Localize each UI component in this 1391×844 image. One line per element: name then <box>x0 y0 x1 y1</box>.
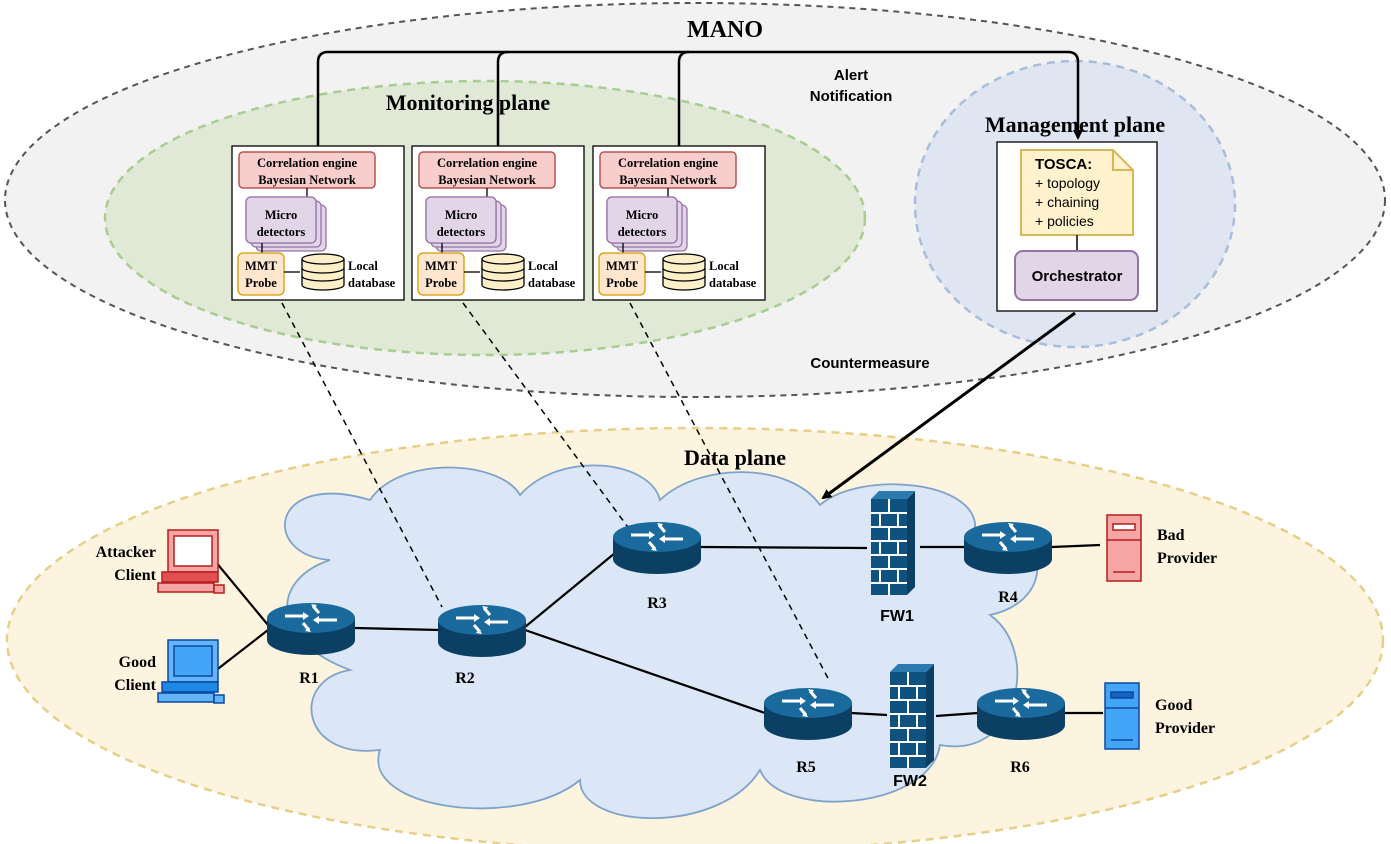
micro-detectors-box[interactable] <box>425 196 497 244</box>
tosca-item: + policies <box>1035 213 1094 229</box>
micro-detectors-label: Micro <box>265 208 297 222</box>
router-label-r2: R2 <box>455 670 475 687</box>
mmt-probe-label: Probe <box>425 276 457 290</box>
router-icon[interactable] <box>962 520 1054 576</box>
monitoring-plane-title: Monitoring plane <box>386 90 551 115</box>
mmt-probe-box[interactable] <box>598 252 646 296</box>
micro-detectors-label: detectors <box>257 225 306 239</box>
tosca-item: + chaining <box>1035 194 1099 210</box>
router-icon[interactable] <box>265 601 357 657</box>
tosca-title: TOSCA: <box>1035 156 1092 173</box>
firewall-icon[interactable] <box>870 490 916 596</box>
good-provider-server-icon[interactable] <box>1104 682 1140 750</box>
local-database-label: Local <box>528 259 558 273</box>
good-provider-label-line2: Provider <box>1155 720 1215 737</box>
micro-detectors-label: Micro <box>626 208 658 222</box>
orchestrator-box[interactable] <box>1014 250 1139 301</box>
router-label-r6: R6 <box>1010 759 1030 776</box>
bad-provider-label-line1: Bad <box>1157 527 1185 544</box>
local-database-label: Local <box>709 259 739 273</box>
database-icon <box>301 253 345 291</box>
mmt-probe-box[interactable] <box>417 252 465 296</box>
correlation-engine-label: Correlation engine <box>257 156 358 170</box>
tosca-document <box>1020 149 1134 236</box>
good-client-label-line1: Good <box>119 654 156 671</box>
local-database-label: database <box>528 276 576 290</box>
correlation-engine-label: Bayesian Network <box>258 173 356 187</box>
router-label-r5: R5 <box>796 759 816 776</box>
mmt-probe-box[interactable] <box>237 252 285 296</box>
router-label-r1: R1 <box>299 670 319 687</box>
database-icon <box>662 253 706 291</box>
mmt-probe-label: Probe <box>245 276 277 290</box>
local-database-label: database <box>348 276 396 290</box>
mmt-probe-label: MMT <box>425 259 458 273</box>
database-icon <box>481 253 525 291</box>
orchestrator-label: Orchestrator <box>1032 268 1123 285</box>
router-icon[interactable] <box>975 686 1067 742</box>
management-plane-title: Management plane <box>985 112 1166 137</box>
router-icon[interactable] <box>762 686 854 742</box>
alert-label-line1: Alert <box>834 67 868 84</box>
router-icon[interactable] <box>611 520 703 576</box>
alert-lines <box>316 50 1083 148</box>
correlation-engine-label: Bayesian Network <box>619 173 717 187</box>
attacker-computer-icon[interactable] <box>157 529 225 594</box>
router-label-r3: R3 <box>647 595 667 612</box>
attacker-label-line2: Client <box>114 567 156 584</box>
micro-detectors-label: Micro <box>445 208 477 222</box>
micro-detectors-box[interactable] <box>245 196 317 244</box>
mano-title: MANO <box>687 17 763 43</box>
local-database-label: Local <box>348 259 378 273</box>
countermeasure-label: Countermeasure <box>810 355 929 372</box>
firewall-icon[interactable] <box>889 663 935 769</box>
mmt-probe-label: MMT <box>245 259 278 273</box>
alert-label-line2: Notification <box>810 88 893 105</box>
bad-provider-label-line2: Provider <box>1157 550 1217 567</box>
micro-detectors-label: detectors <box>618 225 667 239</box>
good-provider-label-line1: Good <box>1155 697 1192 714</box>
bad-provider-server-icon[interactable] <box>1106 514 1142 582</box>
correlation-engine-label: Correlation engine <box>437 156 538 170</box>
tosca-item: + topology <box>1035 175 1100 191</box>
firewall-label-fw2: FW2 <box>893 773 927 790</box>
local-database-label: database <box>709 276 757 290</box>
countermeasure-arrow <box>821 311 1076 500</box>
router-label-r4: R4 <box>998 589 1018 606</box>
router-icon[interactable] <box>436 603 528 659</box>
mmt-probe-label: Probe <box>606 276 638 290</box>
correlation-engine-label: Correlation engine <box>618 156 719 170</box>
good-client-computer-icon[interactable] <box>157 639 225 704</box>
micro-detectors-label: detectors <box>437 225 486 239</box>
firewall-label-fw1: FW1 <box>880 608 914 625</box>
micro-detectors-box[interactable] <box>606 196 678 244</box>
data-plane-title: Data plane <box>684 445 786 470</box>
probe-links <box>281 302 831 683</box>
correlation-engine-label: Bayesian Network <box>438 173 536 187</box>
attacker-label-line1: Attacker <box>96 544 156 561</box>
good-client-label-line2: Client <box>114 677 156 694</box>
network-links <box>209 543 1103 718</box>
mmt-probe-label: MMT <box>606 259 639 273</box>
